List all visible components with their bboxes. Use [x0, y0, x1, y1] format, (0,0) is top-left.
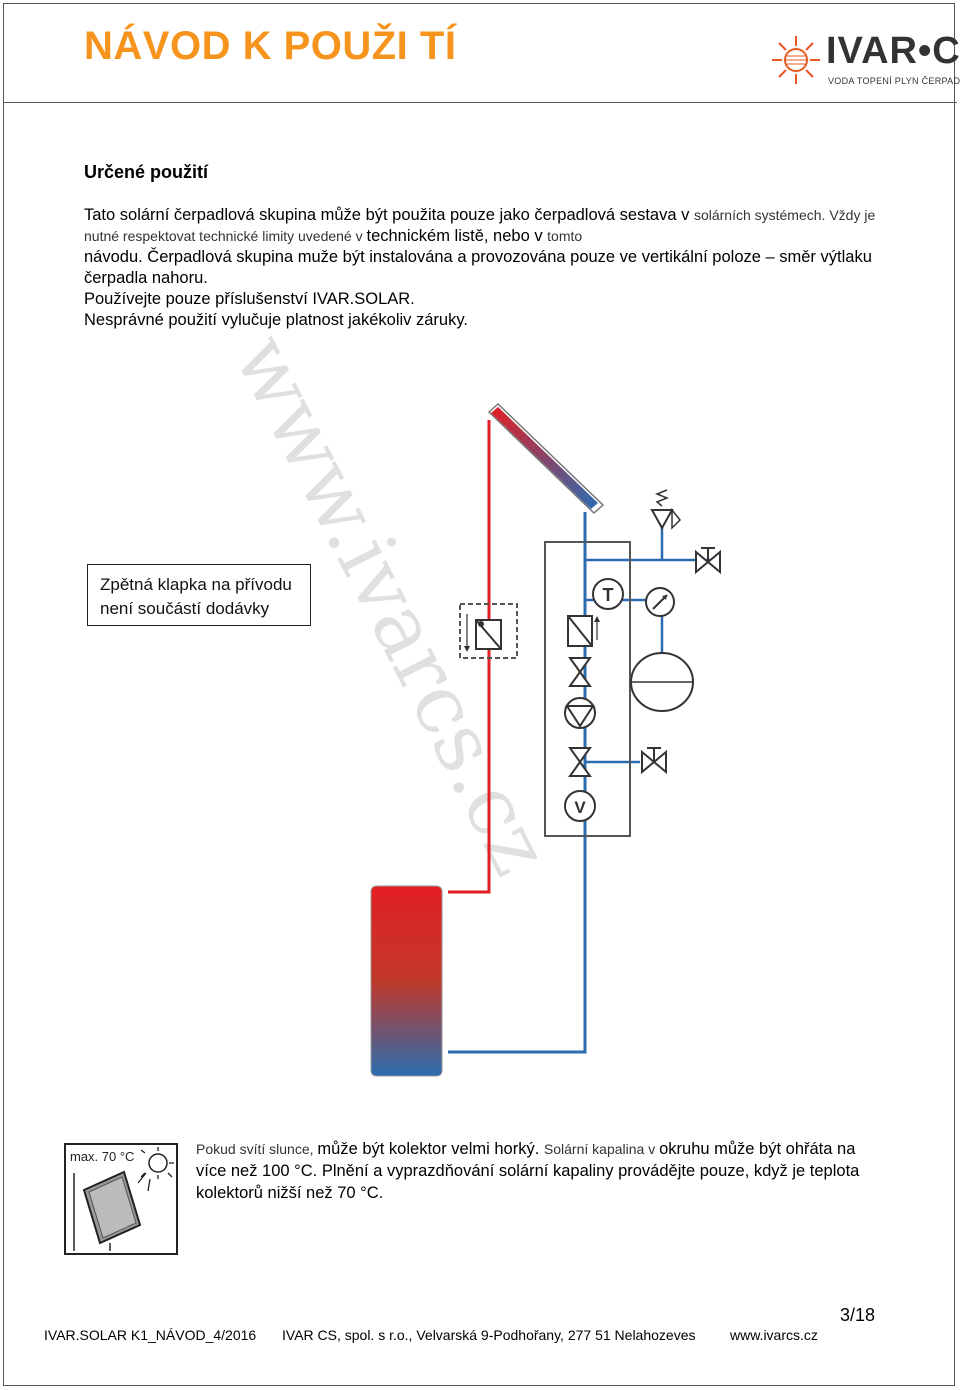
svg-text:T: T	[603, 585, 614, 605]
warning-text: Pokud svítí slunce, může být kolektor ve…	[196, 1138, 886, 1204]
intro-text-4: tomto	[547, 228, 583, 244]
page-number: 3/18	[840, 1305, 876, 1325]
warning-text-5: , když je teplota kolektorů nižší než 70…	[196, 1162, 860, 1202]
hot-collector-warning-icon: max. 70 °C	[64, 1143, 178, 1255]
page-frame	[3, 3, 955, 1386]
logo-sun-icon	[772, 36, 820, 84]
intro-paragraph: Tato solární čerpadlová skupina může být…	[84, 205, 884, 331]
flowmeter-icon: V	[564, 790, 596, 822]
warning-text-3: Solární kapalina v	[543, 1141, 660, 1157]
footer-doc-id: IVAR.SOLAR K1_NÁVOD_4/2016	[44, 1327, 257, 1343]
intro-text-3: technickém listě, nebo v	[366, 227, 548, 245]
footer-website[interactable]: www.ivarcs.cz	[730, 1327, 818, 1343]
pump-icon	[564, 697, 596, 729]
storage-tank	[370, 885, 443, 1077]
warning-icon-label: max. 70 °C	[70, 1149, 134, 1164]
check-valve-not-supplied	[459, 603, 518, 659]
intro-text-1: Tato solární čerpadlová skupina může být…	[84, 206, 694, 224]
callout-line-2: není součástí dodávky	[100, 599, 270, 618]
ball-valve-upper-icon	[568, 657, 592, 687]
solar-collector	[487, 402, 605, 515]
pump-group-frame	[544, 541, 631, 837]
intro-text-2: solárních systémech. Vždy je nutné respe…	[84, 207, 876, 244]
warning-text-2: může být kolektor velmi horký.	[317, 1140, 544, 1158]
ball-valve-lower-icon	[568, 747, 592, 777]
drain-valve-lower-icon	[641, 747, 667, 775]
page-title: NÁVOD K POUŽI TÍ	[84, 24, 457, 68]
intro-text-5: návodu. Čerpadlová skupina muže být inst…	[84, 248, 872, 287]
intro-text-6: Používejte pouze příslušenství IVAR.SOLA…	[84, 290, 415, 308]
safety-valve-icon	[650, 489, 682, 531]
svg-text:V: V	[574, 798, 586, 817]
warning-text-4: okruhu může být ohřáta na více než 100 °…	[196, 1140, 856, 1180]
drain-valve-upper-icon	[695, 547, 721, 575]
footer-company: IVAR CS, spol. s r.o., Velvarská 9-Podho…	[282, 1327, 696, 1343]
check-valve-callout: Zpětná klapka na přívodu není součástí d…	[87, 564, 311, 626]
pressure-gauge-icon	[645, 587, 675, 617]
header-divider	[3, 102, 957, 103]
logo-text: IVAR•CS	[826, 30, 960, 72]
warning-text-1: Pokud svítí slunce,	[196, 1141, 318, 1157]
company-logo: IVAR•CS VODA TOPENÍ PLYN ČERPADLA	[770, 30, 960, 92]
hot-collector-icon: max. 70 °C	[70, 1147, 174, 1251]
hot-pipe	[448, 420, 491, 894]
thermometer-icon: T	[592, 578, 624, 610]
intro-text-7: Nesprávné použití vylučuje platnost jaké…	[84, 311, 468, 329]
logo-tagline: VODA TOPENÍ PLYN ČERPADLA	[828, 76, 960, 86]
callout-line-1: Zpětná klapka na přívodu	[100, 575, 292, 594]
check-valve-icon	[567, 615, 600, 647]
expansion-vessel-icon	[630, 652, 694, 712]
section-title: Určené použití	[84, 162, 209, 182]
